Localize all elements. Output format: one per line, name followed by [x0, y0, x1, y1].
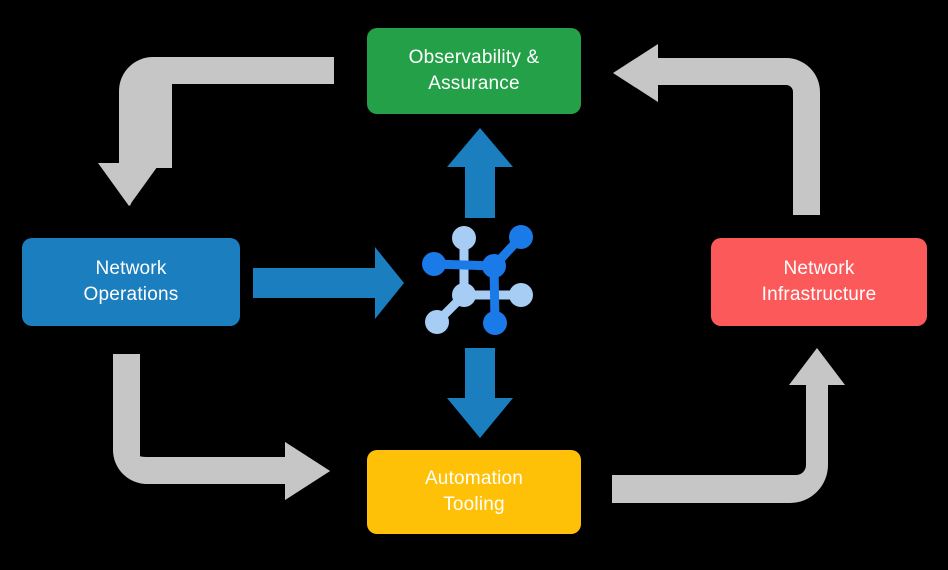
node-box-infrastructure[interactable]: Network Infrastructure [711, 238, 927, 326]
node-bottom [483, 311, 507, 335]
connector-center-to-observability [447, 128, 513, 218]
node-mid-left [452, 283, 476, 307]
connector-operations-to-automation [113, 354, 330, 500]
node-right [509, 283, 533, 307]
node-label-infrastructure-line1: Network [783, 258, 855, 280]
connector-infrastructure-to-observability [613, 44, 820, 215]
connector-observability-to-operations [114, 58, 334, 206]
node-top-right [509, 225, 533, 249]
node-box-observability[interactable]: Observability & Assurance [367, 28, 581, 114]
node-box-automation[interactable]: Automation Tooling [367, 450, 581, 534]
connector-operations-to-automation-body [113, 354, 330, 500]
connector-observability-to-operations-body [98, 57, 334, 206]
node-hub [482, 254, 506, 278]
node-label-automation-line2: Tooling [443, 494, 505, 515]
node-label-operations-line1: Network [95, 258, 167, 280]
node-box-operations[interactable]: Network Operations [22, 238, 240, 326]
center-icon-wrapper [410, 215, 550, 355]
connector-operations-to-center [253, 247, 404, 319]
network-icon-dark-nodes [422, 225, 533, 335]
node-bottom-left [425, 310, 449, 334]
network-icon-light-nodes [425, 226, 533, 334]
node-top [452, 226, 476, 250]
node-label-automation-line1: Automation [424, 468, 524, 490]
node-label-observability-line2: Assurance [428, 73, 520, 94]
node-label-operations-line2: Operations [83, 284, 179, 305]
node-left [422, 252, 446, 276]
connector-automation-to-infrastructure [612, 350, 842, 503]
node-label-observability-line1: Observability & [408, 47, 540, 69]
node-label-infrastructure-line2: Infrastructure [761, 284, 877, 305]
connector-center-to-automation [447, 348, 513, 438]
network-topology-icon [422, 225, 533, 335]
connector-automation-to-infrastructure-body [612, 348, 845, 503]
